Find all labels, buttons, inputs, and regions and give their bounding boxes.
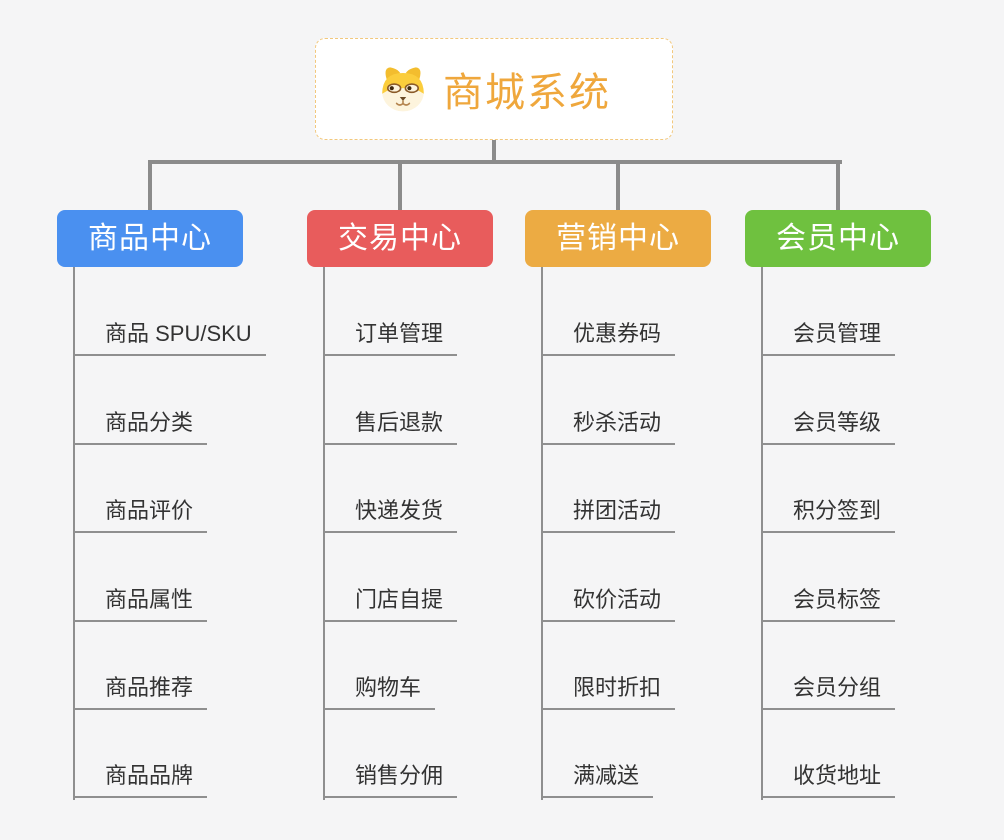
connector-drop-trade — [398, 160, 402, 210]
topic-node[interactable]: 会员等级 — [761, 409, 896, 445]
branch-trade-center: 交易中心 订单管理 售后退款 快递发货 门店自提 购物车 销售分佣 — [307, 210, 567, 810]
connector-drop-marketing — [616, 160, 620, 210]
branch-product-center: 商品中心 商品 SPU/SKU 商品分类 商品评价 商品属性 商品推荐 商品品牌 — [57, 210, 317, 810]
shiba-dog-icon — [377, 65, 429, 113]
topic-node[interactable]: 商品评价 — [73, 497, 208, 533]
branch-trunk-line — [541, 267, 543, 800]
topic-node[interactable]: 商品 SPU/SKU — [73, 320, 266, 356]
topic-node[interactable]: 销售分佣 — [323, 762, 458, 798]
branch-node-member-center[interactable]: 会员中心 — [745, 210, 931, 267]
branch-node-product-center[interactable]: 商品中心 — [57, 210, 243, 267]
topic-node[interactable]: 会员管理 — [761, 320, 896, 356]
topic-node[interactable]: 秒杀活动 — [541, 409, 676, 445]
topic-node[interactable]: 积分签到 — [761, 497, 896, 533]
topic-node[interactable]: 限时折扣 — [541, 674, 676, 710]
branch-marketing-center: 营销中心 优惠券码 秒杀活动 拼团活动 砍价活动 限时折扣 满减送 — [525, 210, 785, 810]
root-title: 商城系统 — [443, 71, 611, 115]
topic-node[interactable]: 购物车 — [323, 674, 436, 710]
topic-node[interactable]: 商品推荐 — [73, 674, 208, 710]
topic-node[interactable]: 门店自提 — [323, 586, 458, 622]
topic-node[interactable]: 拼团活动 — [541, 497, 676, 533]
branch-trunk-line — [761, 267, 763, 800]
connector-drop-product — [148, 160, 152, 210]
topic-node[interactable]: 砍价活动 — [541, 586, 676, 622]
topic-node[interactable]: 商品品牌 — [73, 762, 208, 798]
topic-node[interactable]: 快递发货 — [323, 497, 458, 533]
connector-drop-member — [836, 160, 840, 210]
topic-node[interactable]: 商品分类 — [73, 409, 208, 445]
connector-branch-rail — [148, 160, 842, 164]
branch-member-center: 会员中心 会员管理 会员等级 积分签到 会员标签 会员分组 收货地址 — [745, 210, 1004, 810]
topic-node[interactable]: 商品属性 — [73, 586, 208, 622]
branch-trunk-line — [323, 267, 325, 800]
topic-node[interactable]: 收货地址 — [761, 762, 896, 798]
branch-node-trade-center[interactable]: 交易中心 — [307, 210, 493, 267]
topic-node[interactable]: 优惠券码 — [541, 320, 676, 356]
topic-node[interactable]: 会员分组 — [761, 674, 896, 710]
topic-node[interactable]: 售后退款 — [323, 409, 458, 445]
root-node[interactable]: 商城系统 — [315, 38, 673, 140]
topic-node[interactable]: 会员标签 — [761, 586, 896, 622]
branch-trunk-line — [73, 267, 75, 800]
topic-node[interactable]: 满减送 — [541, 762, 654, 798]
topic-node[interactable]: 订单管理 — [323, 320, 458, 356]
branch-node-marketing-center[interactable]: 营销中心 — [525, 210, 711, 267]
connector-root-stem — [492, 140, 496, 164]
